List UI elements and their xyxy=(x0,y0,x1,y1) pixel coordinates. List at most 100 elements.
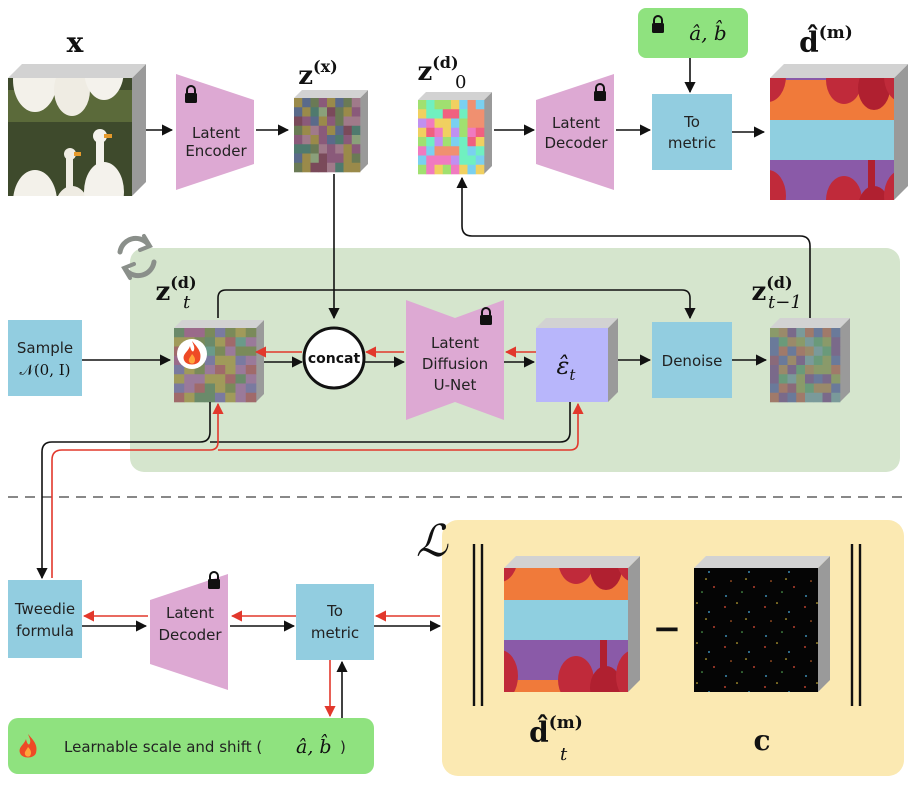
learnable-label: Learnable scale and shift ( xyxy=(64,738,262,756)
arrow-zt-to-tweedie xyxy=(36,402,211,580)
latent-patch xyxy=(831,328,841,338)
concat-node: concat xyxy=(302,326,366,390)
latent-patch xyxy=(194,328,206,338)
latent-patch xyxy=(318,162,328,173)
latent-patch xyxy=(194,365,206,375)
latent-patch xyxy=(822,374,832,384)
latent-patch xyxy=(310,98,320,108)
latent-patch xyxy=(426,100,435,110)
latent-patch xyxy=(822,365,832,375)
latent-patch xyxy=(418,100,427,110)
latent-patch xyxy=(225,346,236,357)
latent-patch xyxy=(302,144,311,154)
latent-patch xyxy=(225,383,236,394)
latent-patch xyxy=(204,383,216,394)
decoder-top-label-1: Latent xyxy=(552,114,600,132)
latent-patch xyxy=(805,383,815,394)
latent-patch xyxy=(459,137,468,147)
latent-patch xyxy=(426,137,435,147)
latent-patch xyxy=(225,365,236,375)
latent-patch xyxy=(796,365,806,375)
latent-patch xyxy=(434,127,444,138)
latent-patch xyxy=(184,365,195,375)
latent-patch xyxy=(442,164,452,175)
latent-patch xyxy=(442,100,452,110)
latent-patch xyxy=(822,355,832,366)
ztm1-grid xyxy=(770,328,841,403)
latent-patch xyxy=(327,125,336,136)
latent-patch xyxy=(327,116,336,127)
latent-patch xyxy=(778,355,788,366)
c-label: c xyxy=(753,724,770,757)
output-depth-label: d̂(m) xyxy=(799,23,853,59)
latent-patch xyxy=(426,109,435,119)
latent-patch xyxy=(225,392,236,403)
lock-icon xyxy=(480,307,492,325)
latent-patch xyxy=(475,137,485,147)
latent-patch xyxy=(442,155,452,166)
latent-patch xyxy=(204,328,216,338)
latent-patch xyxy=(418,137,427,147)
latent-patch xyxy=(335,144,344,154)
latent-patch xyxy=(225,374,236,384)
sample-label-1: Sample xyxy=(17,339,73,357)
latent-patch xyxy=(778,328,788,338)
latent-patch xyxy=(245,392,257,403)
fire-icon xyxy=(19,734,37,758)
latent-patch xyxy=(335,98,344,108)
latent-patch xyxy=(245,355,257,366)
latent-patch xyxy=(459,109,468,119)
latent-patch xyxy=(822,346,832,357)
latent-patch xyxy=(475,100,485,110)
latent-patch xyxy=(343,144,353,154)
latent-patch xyxy=(310,116,320,127)
sparse-depth-cube xyxy=(694,556,830,692)
latent-patch xyxy=(475,118,485,129)
latent-patch xyxy=(796,346,806,357)
latent-patch xyxy=(475,127,485,138)
latent-patch xyxy=(235,355,247,366)
latent-patch xyxy=(351,98,361,108)
latent-patch xyxy=(225,355,236,366)
latent-patch xyxy=(174,337,185,347)
latent-patch xyxy=(418,164,427,175)
denoise-label: Denoise xyxy=(662,352,723,370)
latent-zx-cube xyxy=(294,90,368,173)
latent-patch xyxy=(434,109,444,119)
zt-label: z(d) xyxy=(155,273,196,307)
latent-patch xyxy=(302,98,311,108)
latent-patch xyxy=(245,346,257,357)
latent-patch xyxy=(294,125,303,136)
zt-sub: t xyxy=(183,292,191,313)
latent-patch xyxy=(310,107,320,117)
latent-patch xyxy=(302,153,311,164)
latent-patch xyxy=(442,146,452,156)
zx-grid xyxy=(294,98,361,173)
latent-patch xyxy=(813,392,823,403)
latent-patch xyxy=(770,346,780,357)
latent-patch xyxy=(204,392,216,403)
sample-noise-block: Sample 𝒩(0, I) xyxy=(8,320,82,396)
latent-patch xyxy=(351,107,361,117)
latent-patch xyxy=(787,355,797,366)
latent-patch xyxy=(475,164,485,175)
ztm1-label: z(d) xyxy=(751,273,792,307)
latent-patch xyxy=(343,98,353,108)
latent-patch xyxy=(235,392,247,403)
zx-label: z(x) xyxy=(298,57,337,91)
latent-patch xyxy=(770,365,780,375)
latent-patch xyxy=(831,383,841,394)
latent-patch xyxy=(467,137,477,147)
latent-patch xyxy=(335,107,344,117)
latent-patch xyxy=(310,135,320,145)
latent-patch xyxy=(351,153,361,164)
latent-patch xyxy=(318,153,328,164)
latent-patch xyxy=(434,118,444,129)
latent-patch xyxy=(302,116,311,127)
z0-label: z(d) xyxy=(417,53,458,87)
latent-patch xyxy=(310,125,320,136)
latent-patch xyxy=(245,374,257,384)
latent-patch xyxy=(451,164,460,175)
to-metric-top-label-2: metric xyxy=(668,134,716,152)
latent-patch xyxy=(770,328,780,338)
